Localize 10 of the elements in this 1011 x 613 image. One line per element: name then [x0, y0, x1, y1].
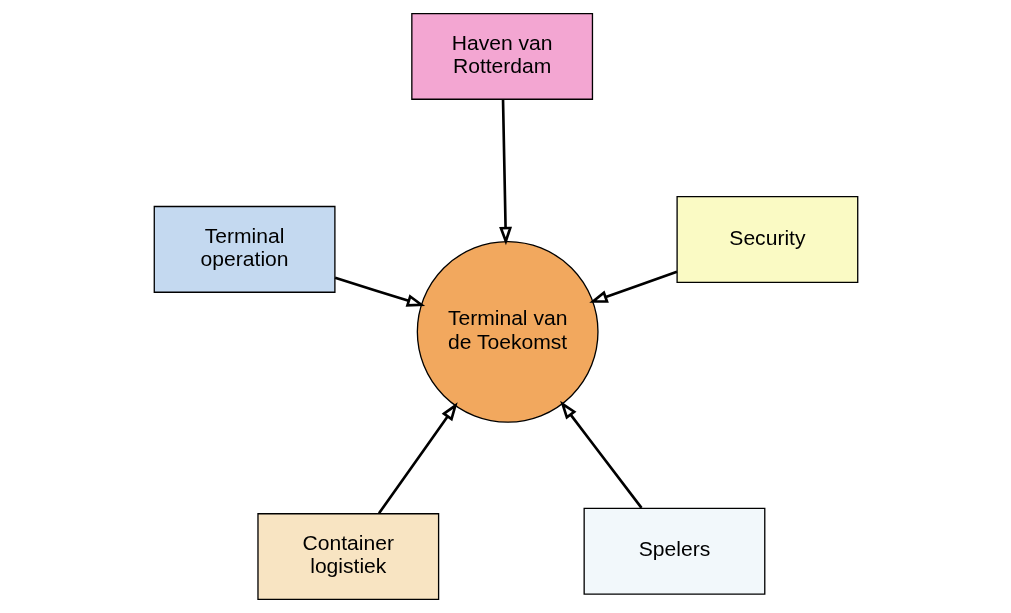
- arrow: [559, 400, 643, 509]
- arrow: [377, 402, 458, 515]
- node-box: Haven van Rotterdam: [410, 12, 593, 100]
- node-box: Security: [675, 196, 858, 284]
- arrow: [588, 270, 677, 303]
- node-box: Terminal operation: [153, 205, 336, 293]
- node-box: Spelers: [583, 507, 765, 595]
- node-box: Container logistiek: [256, 513, 439, 601]
- arrow: [334, 276, 425, 307]
- arrow: [498, 99, 512, 246]
